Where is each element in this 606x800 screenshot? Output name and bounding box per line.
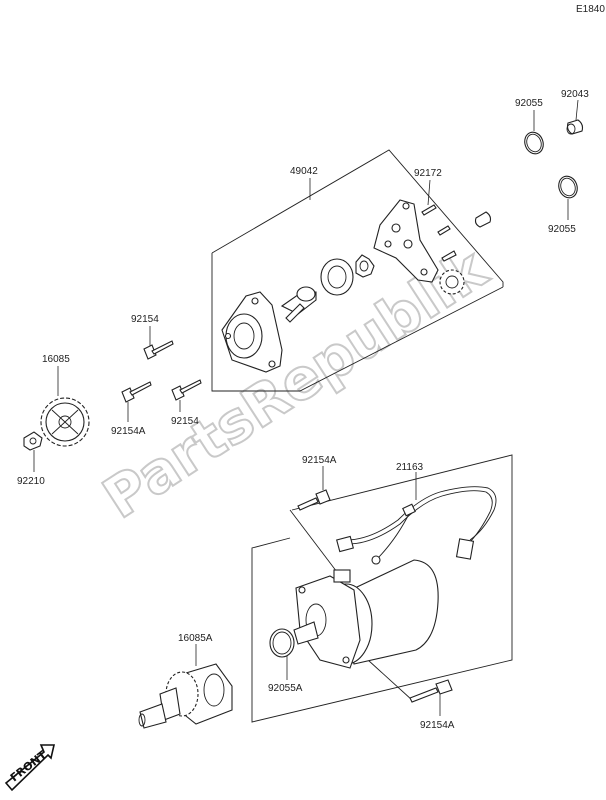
label-92043: 92043	[561, 89, 589, 100]
part-92055A-oring	[269, 628, 295, 658]
part-21163-wiring	[336, 486, 497, 565]
part-pump-gear	[439, 269, 465, 295]
part-92154-bolt-upper	[143, 340, 174, 360]
label-21163: 21163	[396, 462, 424, 473]
label-92055A: 92055A	[268, 683, 303, 694]
label-92154-lower: 92154	[171, 416, 199, 427]
oil-pump-assembly-frame	[211, 149, 504, 392]
part-92055-oring-top	[524, 131, 544, 155]
label-16085: 16085	[42, 354, 70, 365]
label-92210: 92210	[17, 476, 45, 487]
label-49042: 49042	[290, 166, 318, 177]
part-inner-rotor	[355, 254, 375, 278]
label-16085A: 16085A	[178, 633, 213, 644]
label-92055-top: 92055	[515, 98, 543, 109]
front-label: FRONT	[8, 748, 50, 784]
part-starter-motor	[293, 559, 439, 669]
part-92154A-bolt-mid	[297, 489, 331, 511]
part-92154-bolt-lower	[171, 379, 202, 401]
part-pump-cover	[373, 199, 439, 283]
part-pump-shaft	[280, 286, 317, 323]
diagram-reference-code: E1840	[576, 4, 605, 15]
part-outer-rotor	[320, 258, 354, 296]
label-92172: 92172	[414, 168, 442, 179]
label-92154-upper: 92154	[131, 314, 159, 325]
part-16085-sprocket	[40, 397, 90, 447]
label-92154A-left: 92154A	[111, 426, 146, 437]
part-92043-cap	[566, 119, 584, 135]
part-pump-body	[221, 291, 283, 373]
part-pump-screws	[421, 204, 492, 262]
front-direction-arrow: FRONT	[4, 744, 56, 792]
label-92154A-mid: 92154A	[302, 455, 337, 466]
part-92210-nut	[23, 431, 43, 451]
label-92055-right: 92055	[548, 224, 576, 235]
part-92154A-bolt-bottom	[409, 679, 453, 703]
part-92055-oring-right	[558, 175, 578, 199]
part-16085A-starter-drive	[138, 663, 233, 729]
part-92154A-bolt-left	[121, 381, 152, 403]
watermark-text: PartsRepublik	[92, 236, 499, 532]
starter-motor-frame	[251, 454, 513, 723]
label-92154A-bottom: 92154A	[420, 720, 455, 731]
